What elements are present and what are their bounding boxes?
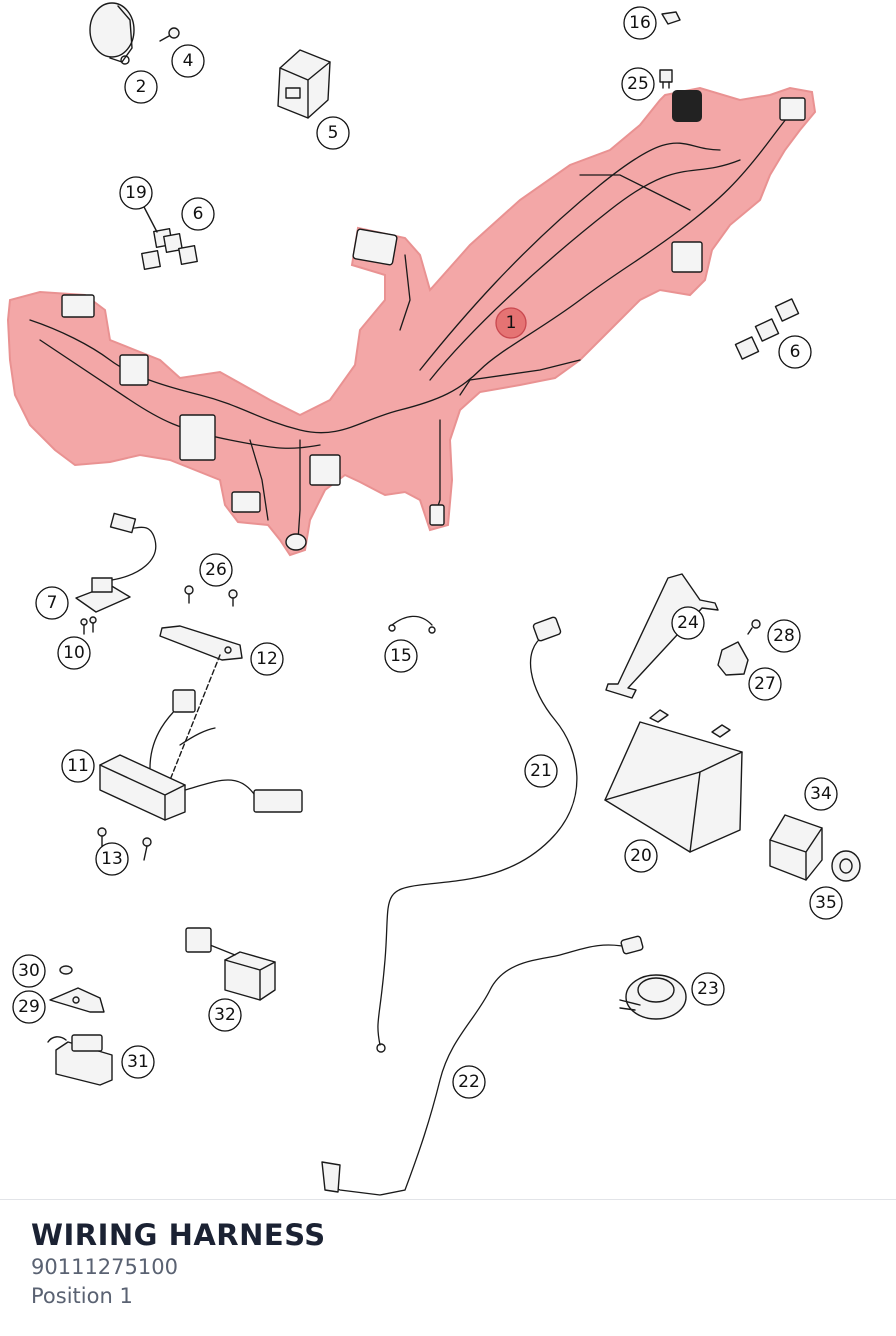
- part-31-relay: [47, 1034, 113, 1086]
- callout-label: 24: [677, 613, 699, 633]
- part-10-screws: [80, 616, 97, 635]
- part-28-screw: [747, 619, 761, 635]
- callout-10[interactable]: 10: [57, 636, 91, 670]
- callout-27[interactable]: 27: [748, 667, 782, 701]
- part-12-bracket: [159, 625, 243, 806]
- callout-label: 20: [630, 846, 652, 866]
- callout-25[interactable]: 25: [621, 67, 655, 101]
- callout-label: 11: [67, 756, 89, 776]
- part-24-strap: [605, 573, 719, 699]
- callout-label: 6: [193, 204, 204, 224]
- part-number: 90111275100: [31, 1255, 178, 1279]
- exploded-parts-diagram: 2 4 5 16 25 19 6 6 1 26 7 10 12 15 24 28…: [6, 2, 861, 1196]
- part-22-cable: [321, 935, 644, 1196]
- callout-16[interactable]: 16: [623, 6, 657, 40]
- callout-label: 34: [810, 784, 832, 804]
- callout-label: 6: [790, 342, 801, 362]
- part-11-regulator: [99, 689, 303, 821]
- callout-19[interactable]: 19: [119, 176, 153, 210]
- callout-label: 29: [18, 997, 40, 1017]
- callout-label: 2: [136, 77, 147, 97]
- callout-label: 13: [101, 849, 123, 869]
- callout-label: 27: [754, 674, 776, 694]
- callout-20[interactable]: 20: [624, 839, 658, 873]
- callout-label: 31: [127, 1052, 149, 1072]
- callout-label: 7: [47, 593, 58, 613]
- part-26-screws: [184, 585, 238, 607]
- part-29-bracket: [49, 987, 105, 1013]
- callout-21[interactable]: 21: [524, 754, 558, 788]
- callout-label: 1: [506, 313, 517, 333]
- callout-29[interactable]: 29: [12, 990, 46, 1024]
- callout-11[interactable]: 11: [61, 749, 95, 783]
- callout-label: 22: [458, 1072, 480, 1092]
- callout-34[interactable]: 34: [804, 777, 838, 811]
- part-32-relay: [185, 927, 276, 1001]
- callout-4[interactable]: 4: [171, 44, 205, 78]
- part-23-horn: [619, 974, 687, 1020]
- wiring-harness-highlight[interactable]: [6, 86, 817, 557]
- callout-12[interactable]: 12: [250, 642, 284, 676]
- callout-28[interactable]: 28: [767, 619, 801, 653]
- part-19-fuses: [141, 204, 198, 270]
- part-25-connector: [659, 69, 673, 89]
- part-2-disc: [89, 2, 135, 65]
- callout-label: 21: [530, 761, 552, 781]
- callout-label: 30: [18, 961, 40, 981]
- part-position: Position 1: [31, 1284, 133, 1308]
- part-15-cable: [388, 615, 436, 634]
- part-30-screw: [59, 965, 73, 975]
- callout-label: 12: [256, 649, 278, 669]
- part-16-clip: [661, 11, 681, 25]
- part-34-module: [769, 814, 823, 881]
- callout-22[interactable]: 22: [452, 1065, 486, 1099]
- callout-30[interactable]: 30: [12, 954, 46, 988]
- callout-label: 32: [214, 1005, 236, 1025]
- callout-label: 4: [183, 51, 194, 71]
- part-35-grommet: [831, 850, 861, 882]
- callout-label: 10: [63, 643, 85, 663]
- callout-26[interactable]: 26: [199, 553, 233, 587]
- callout-label: 28: [773, 626, 795, 646]
- part-title: WIRING HARNESS: [31, 1218, 326, 1252]
- part-6-fuses-right: [734, 298, 800, 360]
- part-21-cable: [376, 616, 578, 1053]
- callout-13[interactable]: 13: [95, 842, 129, 876]
- callout-label: 19: [125, 183, 147, 203]
- callout-label: 23: [697, 979, 719, 999]
- callout-15[interactable]: 15: [384, 639, 418, 673]
- callout-32[interactable]: 32: [208, 998, 242, 1032]
- part-info-panel: [0, 1199, 896, 1336]
- callout-23[interactable]: 23: [691, 972, 725, 1006]
- part-20-battery: [604, 709, 743, 853]
- callout-6-top[interactable]: 6: [181, 197, 215, 231]
- callout-6-right[interactable]: 6: [778, 335, 812, 369]
- callout-2[interactable]: 2: [124, 70, 158, 104]
- callout-label: 26: [205, 560, 227, 580]
- part-4-screw: [159, 27, 180, 42]
- callout-35[interactable]: 35: [809, 886, 843, 920]
- callout-24[interactable]: 24: [671, 606, 705, 640]
- part-7-sensor: [75, 512, 157, 613]
- callout-label: 15: [390, 646, 412, 666]
- part-27-clip: [717, 641, 749, 676]
- callout-label: 16: [629, 13, 651, 33]
- part-5-relay: [277, 49, 331, 119]
- callout-31[interactable]: 31: [121, 1045, 155, 1079]
- callout-label: 25: [627, 74, 649, 94]
- callout-7[interactable]: 7: [35, 586, 69, 620]
- callout-label: 5: [328, 123, 339, 143]
- part-13-bolts: [97, 827, 152, 861]
- callout-label: 35: [815, 893, 837, 913]
- callout-1-selected[interactable]: 1: [495, 307, 527, 339]
- callout-5[interactable]: 5: [316, 116, 350, 150]
